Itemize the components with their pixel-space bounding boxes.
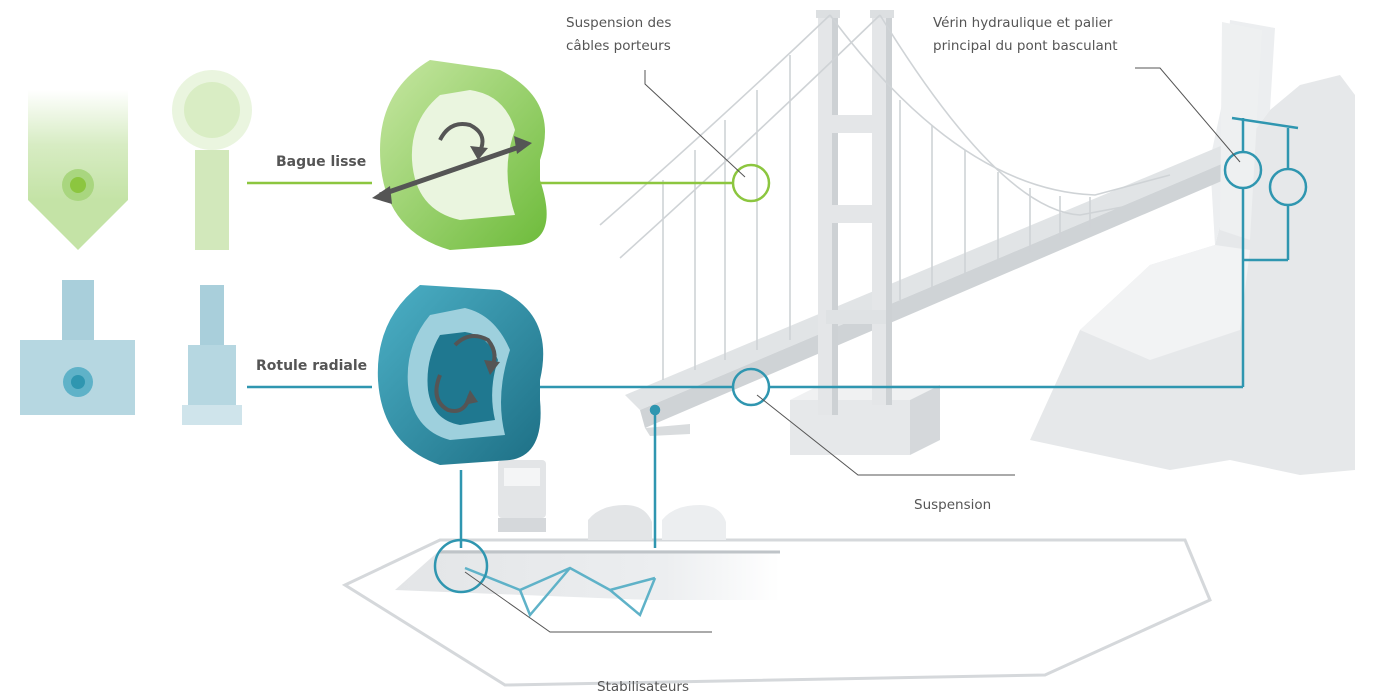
label-stabilizers: Stabilisateurs	[597, 679, 689, 695]
green-connector	[247, 163, 771, 203]
rod-end-side-view	[172, 70, 252, 425]
suspension-cables	[599, 14, 1171, 380]
teal-connector	[247, 116, 1308, 594]
plain-bush-illustration	[372, 60, 547, 250]
label-plain-bush: Bague lisse	[276, 154, 366, 170]
rock-abutment	[1030, 20, 1355, 475]
bridge-tower	[790, 10, 940, 455]
leader-lines	[464, 67, 1241, 633]
truss-cross-section	[341, 460, 1212, 687]
label-radial-spherical: Rotule radiale	[256, 358, 367, 374]
label-suspension: Suspension	[914, 497, 991, 513]
rod-end-front-view	[20, 90, 135, 415]
label-hydraulic-line1: Vérin hydraulique et palier	[933, 15, 1113, 31]
label-hydraulic-line2: principal du pont basculant	[933, 38, 1118, 54]
label-cable-suspension-line2: câbles porteurs	[566, 38, 671, 54]
text-labels: Suspension des câbles porteurs Vérin hyd…	[256, 15, 1118, 695]
label-cable-suspension-line1: Suspension des	[566, 15, 671, 31]
radial-bearing-illustration	[377, 285, 544, 465]
